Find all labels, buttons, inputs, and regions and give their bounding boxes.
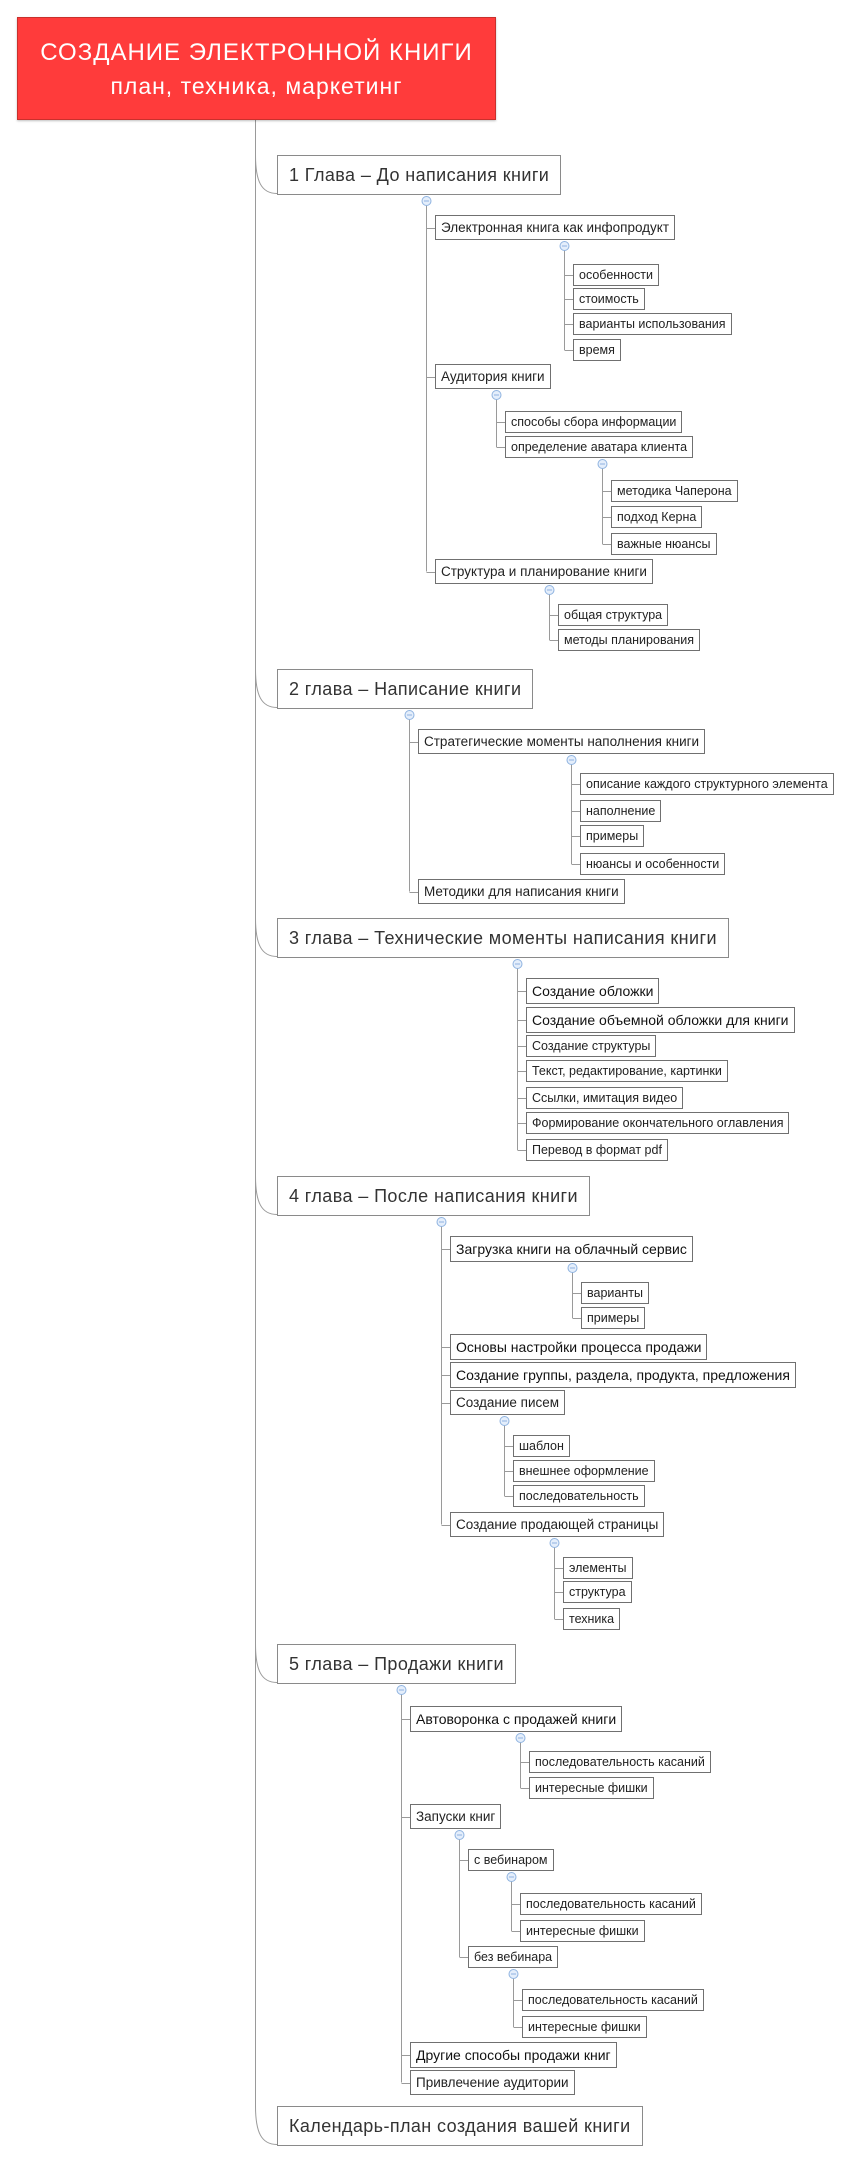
chapter-1-topic[interactable]: 1 Глава – До написания книги bbox=[277, 155, 562, 195]
branch-curve bbox=[255, 1175, 278, 1215]
collapse-toggle[interactable] bbox=[544, 585, 555, 595]
3d-cover-creation-topic[interactable]: Создание объемной обложки для книги bbox=[526, 1007, 795, 1033]
chapter-2-topic[interactable]: 2 глава – Написание книги bbox=[277, 669, 534, 709]
ebook-as-infoproduct-topic[interactable]: Электронная книга как инфопродукт bbox=[435, 215, 676, 240]
examples-topic[interactable]: примеры bbox=[581, 1307, 646, 1329]
collapse-toggle[interactable] bbox=[549, 1538, 560, 1548]
collapse-toggle[interactable] bbox=[491, 390, 502, 400]
branch-curve bbox=[255, 2105, 278, 2145]
technique-topic[interactable]: техника bbox=[563, 1608, 621, 1630]
branch-curve bbox=[255, 1643, 278, 1683]
interesting-tricks-topic[interactable]: интересные фишки bbox=[520, 1920, 645, 1942]
emails-creation-topic[interactable]: Создание писем bbox=[450, 1390, 566, 1415]
book-audience-topic[interactable]: Аудитория книги bbox=[435, 364, 551, 389]
pdf-conversion-topic[interactable]: Перевод в формат pdf bbox=[526, 1139, 668, 1161]
final-toc-topic[interactable]: Формирование окончательного оглавления bbox=[526, 1112, 790, 1134]
central-topic-title: СОЗДАНИЕ ЭЛЕКТРОННОЙ КНИГИ bbox=[40, 38, 473, 66]
elements-topic[interactable]: элементы bbox=[563, 1557, 633, 1579]
collapse-toggle[interactable] bbox=[508, 1969, 519, 1979]
collapse-toggle[interactable] bbox=[506, 1872, 517, 1882]
collapse-toggle[interactable] bbox=[515, 1733, 526, 1743]
writing-methods-topic[interactable]: Методики для написания книги bbox=[418, 879, 625, 904]
general-structure-topic[interactable]: общая структура bbox=[558, 604, 669, 626]
branch-curve bbox=[255, 154, 278, 194]
collapse-toggle[interactable] bbox=[436, 1217, 447, 1227]
sales-page-creation-topic[interactable]: Создание продающей страницы bbox=[450, 1512, 665, 1537]
sales-funnel-topic[interactable]: Автоворонка с продажей книги bbox=[410, 1706, 623, 1732]
interesting-tricks-topic[interactable]: интересные фишки bbox=[529, 1777, 654, 1799]
chaperon-method-topic[interactable]: методика Чаперона bbox=[611, 480, 738, 502]
structural-element-description-topic[interactable]: описание каждого структурного элемента bbox=[580, 773, 834, 795]
sequence-topic[interactable]: последовательность bbox=[513, 1485, 645, 1507]
branch-curve bbox=[255, 917, 278, 957]
text-editing-images-topic[interactable]: Текст, редактирование, картинки bbox=[526, 1060, 728, 1082]
content-strategy-topic[interactable]: Стратегические моменты наполнения книги bbox=[418, 729, 706, 754]
important-nuances-topic[interactable]: важные нюансы bbox=[611, 533, 717, 555]
planning-methods-topic[interactable]: методы планирования bbox=[558, 629, 701, 651]
filling-topic[interactable]: наполнение bbox=[580, 800, 662, 822]
collapse-toggle[interactable] bbox=[499, 1416, 510, 1426]
collapse-toggle[interactable] bbox=[559, 241, 570, 251]
structure-topic[interactable]: структура bbox=[563, 1581, 632, 1603]
branch-curve bbox=[255, 668, 278, 708]
calendar-plan-topic[interactable]: Календарь-план создания вашей книги bbox=[277, 2106, 643, 2146]
chapter-4-topic[interactable]: 4 глава – После написания книги bbox=[277, 1176, 590, 1216]
features-topic[interactable]: особенности bbox=[573, 264, 659, 286]
info-gathering-methods-topic[interactable]: способы сбора информации bbox=[505, 411, 683, 433]
cover-creation-topic[interactable]: Создание обложки bbox=[526, 978, 660, 1004]
without-webinar-topic[interactable]: без вебинара bbox=[468, 1946, 559, 1968]
time-topic[interactable]: время bbox=[573, 339, 621, 361]
collapse-toggle[interactable] bbox=[454, 1830, 465, 1840]
structure-creation-topic[interactable]: Создание структуры bbox=[526, 1035, 657, 1057]
nuances-and-features-topic[interactable]: нюансы и особенности bbox=[580, 853, 726, 875]
cloud-upload-topic[interactable]: Загрузка книги на облачный сервис bbox=[450, 1236, 693, 1262]
book-structure-planning-topic[interactable]: Структура и планирование книги bbox=[435, 559, 653, 584]
central-topic-subtitle: план, техника, маркетинг bbox=[110, 72, 403, 99]
chapter-5-topic[interactable]: 5 глава – Продажи книги bbox=[277, 1644, 516, 1684]
other-sales-methods-topic[interactable]: Другие способы продажи книг bbox=[410, 2042, 617, 2068]
kern-approach-topic[interactable]: подход Керна bbox=[611, 506, 703, 528]
collapse-toggle[interactable] bbox=[421, 196, 432, 206]
use-cases-topic[interactable]: варианты использования bbox=[573, 313, 732, 335]
client-avatar-definition-topic[interactable]: определение аватара клиента bbox=[505, 436, 694, 458]
central-topic[interactable]: СОЗДАНИЕ ЭЛЕКТРОННОЙ КНИГИ план, техника… bbox=[17, 17, 496, 120]
collapse-toggle[interactable] bbox=[396, 1685, 407, 1695]
examples-topic[interactable]: примеры bbox=[580, 825, 645, 847]
touch-sequence-topic[interactable]: последовательность касаний bbox=[529, 1751, 711, 1773]
book-launches-topic[interactable]: Запуски книг bbox=[410, 1804, 502, 1829]
options-topic[interactable]: варианты bbox=[581, 1282, 649, 1304]
chapter-3-topic[interactable]: 3 глава – Технические моменты написания … bbox=[277, 918, 729, 958]
collapse-toggle[interactable] bbox=[404, 710, 415, 720]
collapse-toggle[interactable] bbox=[566, 755, 577, 765]
cost-topic[interactable]: стоимость bbox=[573, 288, 645, 310]
touch-sequence-topic[interactable]: последовательность касаний bbox=[520, 1893, 702, 1915]
collapse-toggle[interactable] bbox=[597, 459, 608, 469]
interesting-tricks-topic[interactable]: интересные фишки bbox=[522, 2016, 647, 2038]
collapse-toggle[interactable] bbox=[567, 1263, 578, 1273]
collapse-toggle[interactable] bbox=[512, 959, 523, 969]
template-topic[interactable]: шаблон bbox=[513, 1435, 570, 1457]
group-section-product-offer-topic[interactable]: Создание группы, раздела, продукта, пред… bbox=[450, 1362, 796, 1388]
with-webinar-topic[interactable]: с вебинаром bbox=[468, 1849, 554, 1871]
links-video-imitation-topic[interactable]: Ссылки, имитация видео bbox=[526, 1087, 684, 1109]
touch-sequence-topic[interactable]: последовательность касаний bbox=[522, 1989, 704, 2011]
audience-attraction-topic[interactable]: Привлечение аудитории bbox=[410, 2070, 575, 2095]
visual-design-topic[interactable]: внешнее оформление bbox=[513, 1460, 655, 1482]
sales-process-setup-topic[interactable]: Основы настройки процесса продажи bbox=[450, 1334, 708, 1360]
